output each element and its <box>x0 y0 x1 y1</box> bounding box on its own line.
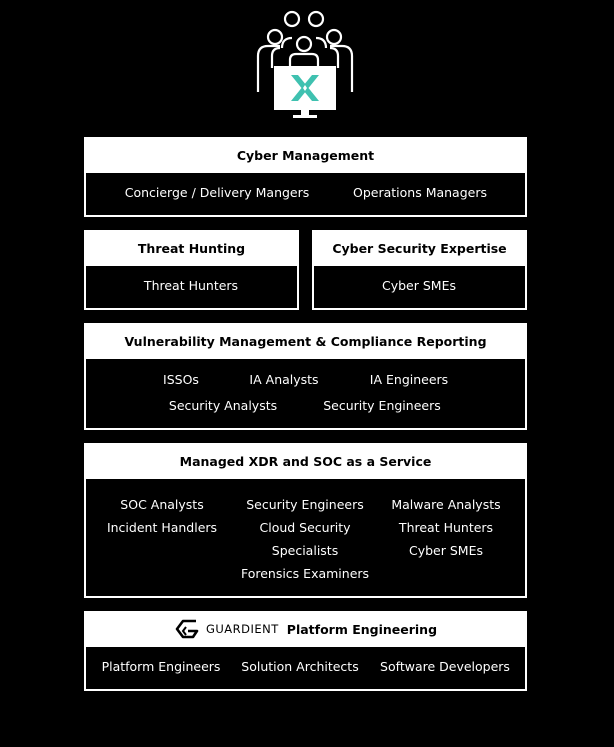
cyber-management-title: Cyber Management <box>86 139 525 173</box>
role-platform-engineers: Platform Engineers <box>101 659 221 674</box>
guardient-g-logo-icon <box>175 619 199 639</box>
role-issos: ISSOs <box>163 372 199 387</box>
guardient-logo: GUARDIENT <box>174 617 279 641</box>
threat-hunting-panel: Threat Hunting Threat Hunters <box>84 230 299 310</box>
vulnerability-management-title: Vulnerability Management & Compliance Re… <box>86 325 525 359</box>
role-forensics-examiners: Forensics Examiners <box>240 566 370 581</box>
role-cloud-security: Cloud Security <box>259 520 351 535</box>
role-ia-analysts: IA Analysts <box>249 372 319 387</box>
threat-hunting-title: Threat Hunting <box>86 232 297 266</box>
role-specialists: Specialists <box>271 543 339 558</box>
role-concierge-delivery-managers: Concierge / Delivery Mangers <box>124 185 310 200</box>
platform-engineering-title: Platform Engineering <box>286 621 438 637</box>
role-software-developers: Software Developers <box>380 659 510 674</box>
cyber-security-expertise-title: Cyber Security Expertise <box>314 232 525 266</box>
role-ia-engineers: IA Engineers <box>369 372 449 387</box>
role-threat-hunters-xdr: Threat Hunters <box>398 520 494 535</box>
cyber-security-expertise-panel: Cyber Security Expertise Cyber SMEs <box>312 230 527 310</box>
platform-engineering-header: GUARDIENT Platform Engineering <box>86 613 525 647</box>
managed-xdr-panel: Managed XDR and SOC as a Service SOC Ana… <box>84 443 527 598</box>
role-security-analysts: Security Analysts <box>168 398 278 413</box>
role-operations-managers: Operations Managers <box>353 185 487 200</box>
role-soc-analysts: SOC Analysts <box>120 497 204 512</box>
role-cyber-smes: Cyber SMEs <box>382 278 456 293</box>
team-monitor-icon <box>250 8 360 120</box>
role-solution-architects: Solution Architects <box>241 659 359 674</box>
platform-engineering-panel: GUARDIENT Platform Engineering Platform … <box>84 611 527 691</box>
cyber-management-panel: Cyber Management Concierge / Delivery Ma… <box>84 137 527 217</box>
guardient-wordmark: GUARDIENT <box>205 622 279 636</box>
vulnerability-management-panel: Vulnerability Management & Compliance Re… <box>84 323 527 430</box>
role-cyber-smes-xdr: Cyber SMEs <box>409 543 483 558</box>
managed-xdr-title: Managed XDR and SOC as a Service <box>86 445 525 479</box>
role-malware-analysts: Malware Analysts <box>391 497 501 512</box>
role-security-engineers: Security Engineers <box>323 398 441 413</box>
role-security-engineers-xdr: Security Engineers <box>246 497 364 512</box>
role-threat-hunters: Threat Hunters <box>143 278 239 293</box>
role-incident-handlers: Incident Handlers <box>106 520 218 535</box>
